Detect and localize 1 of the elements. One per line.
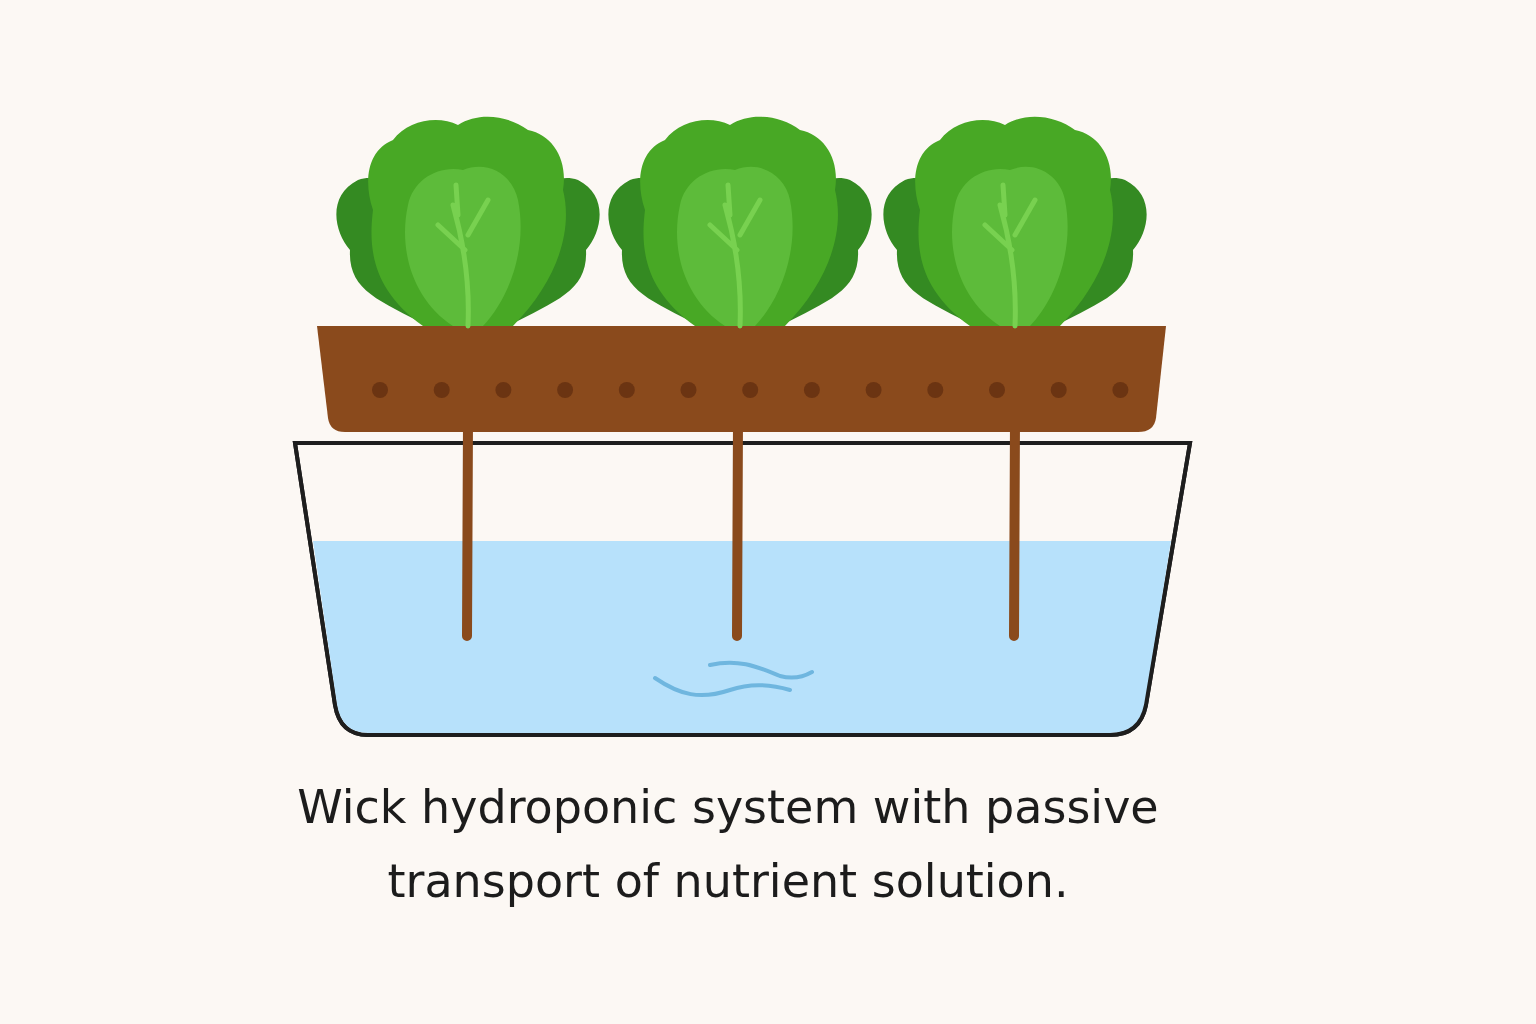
caption: Wick hydroponic system with passive transport of nutrient solution. [296, 779, 1160, 910]
